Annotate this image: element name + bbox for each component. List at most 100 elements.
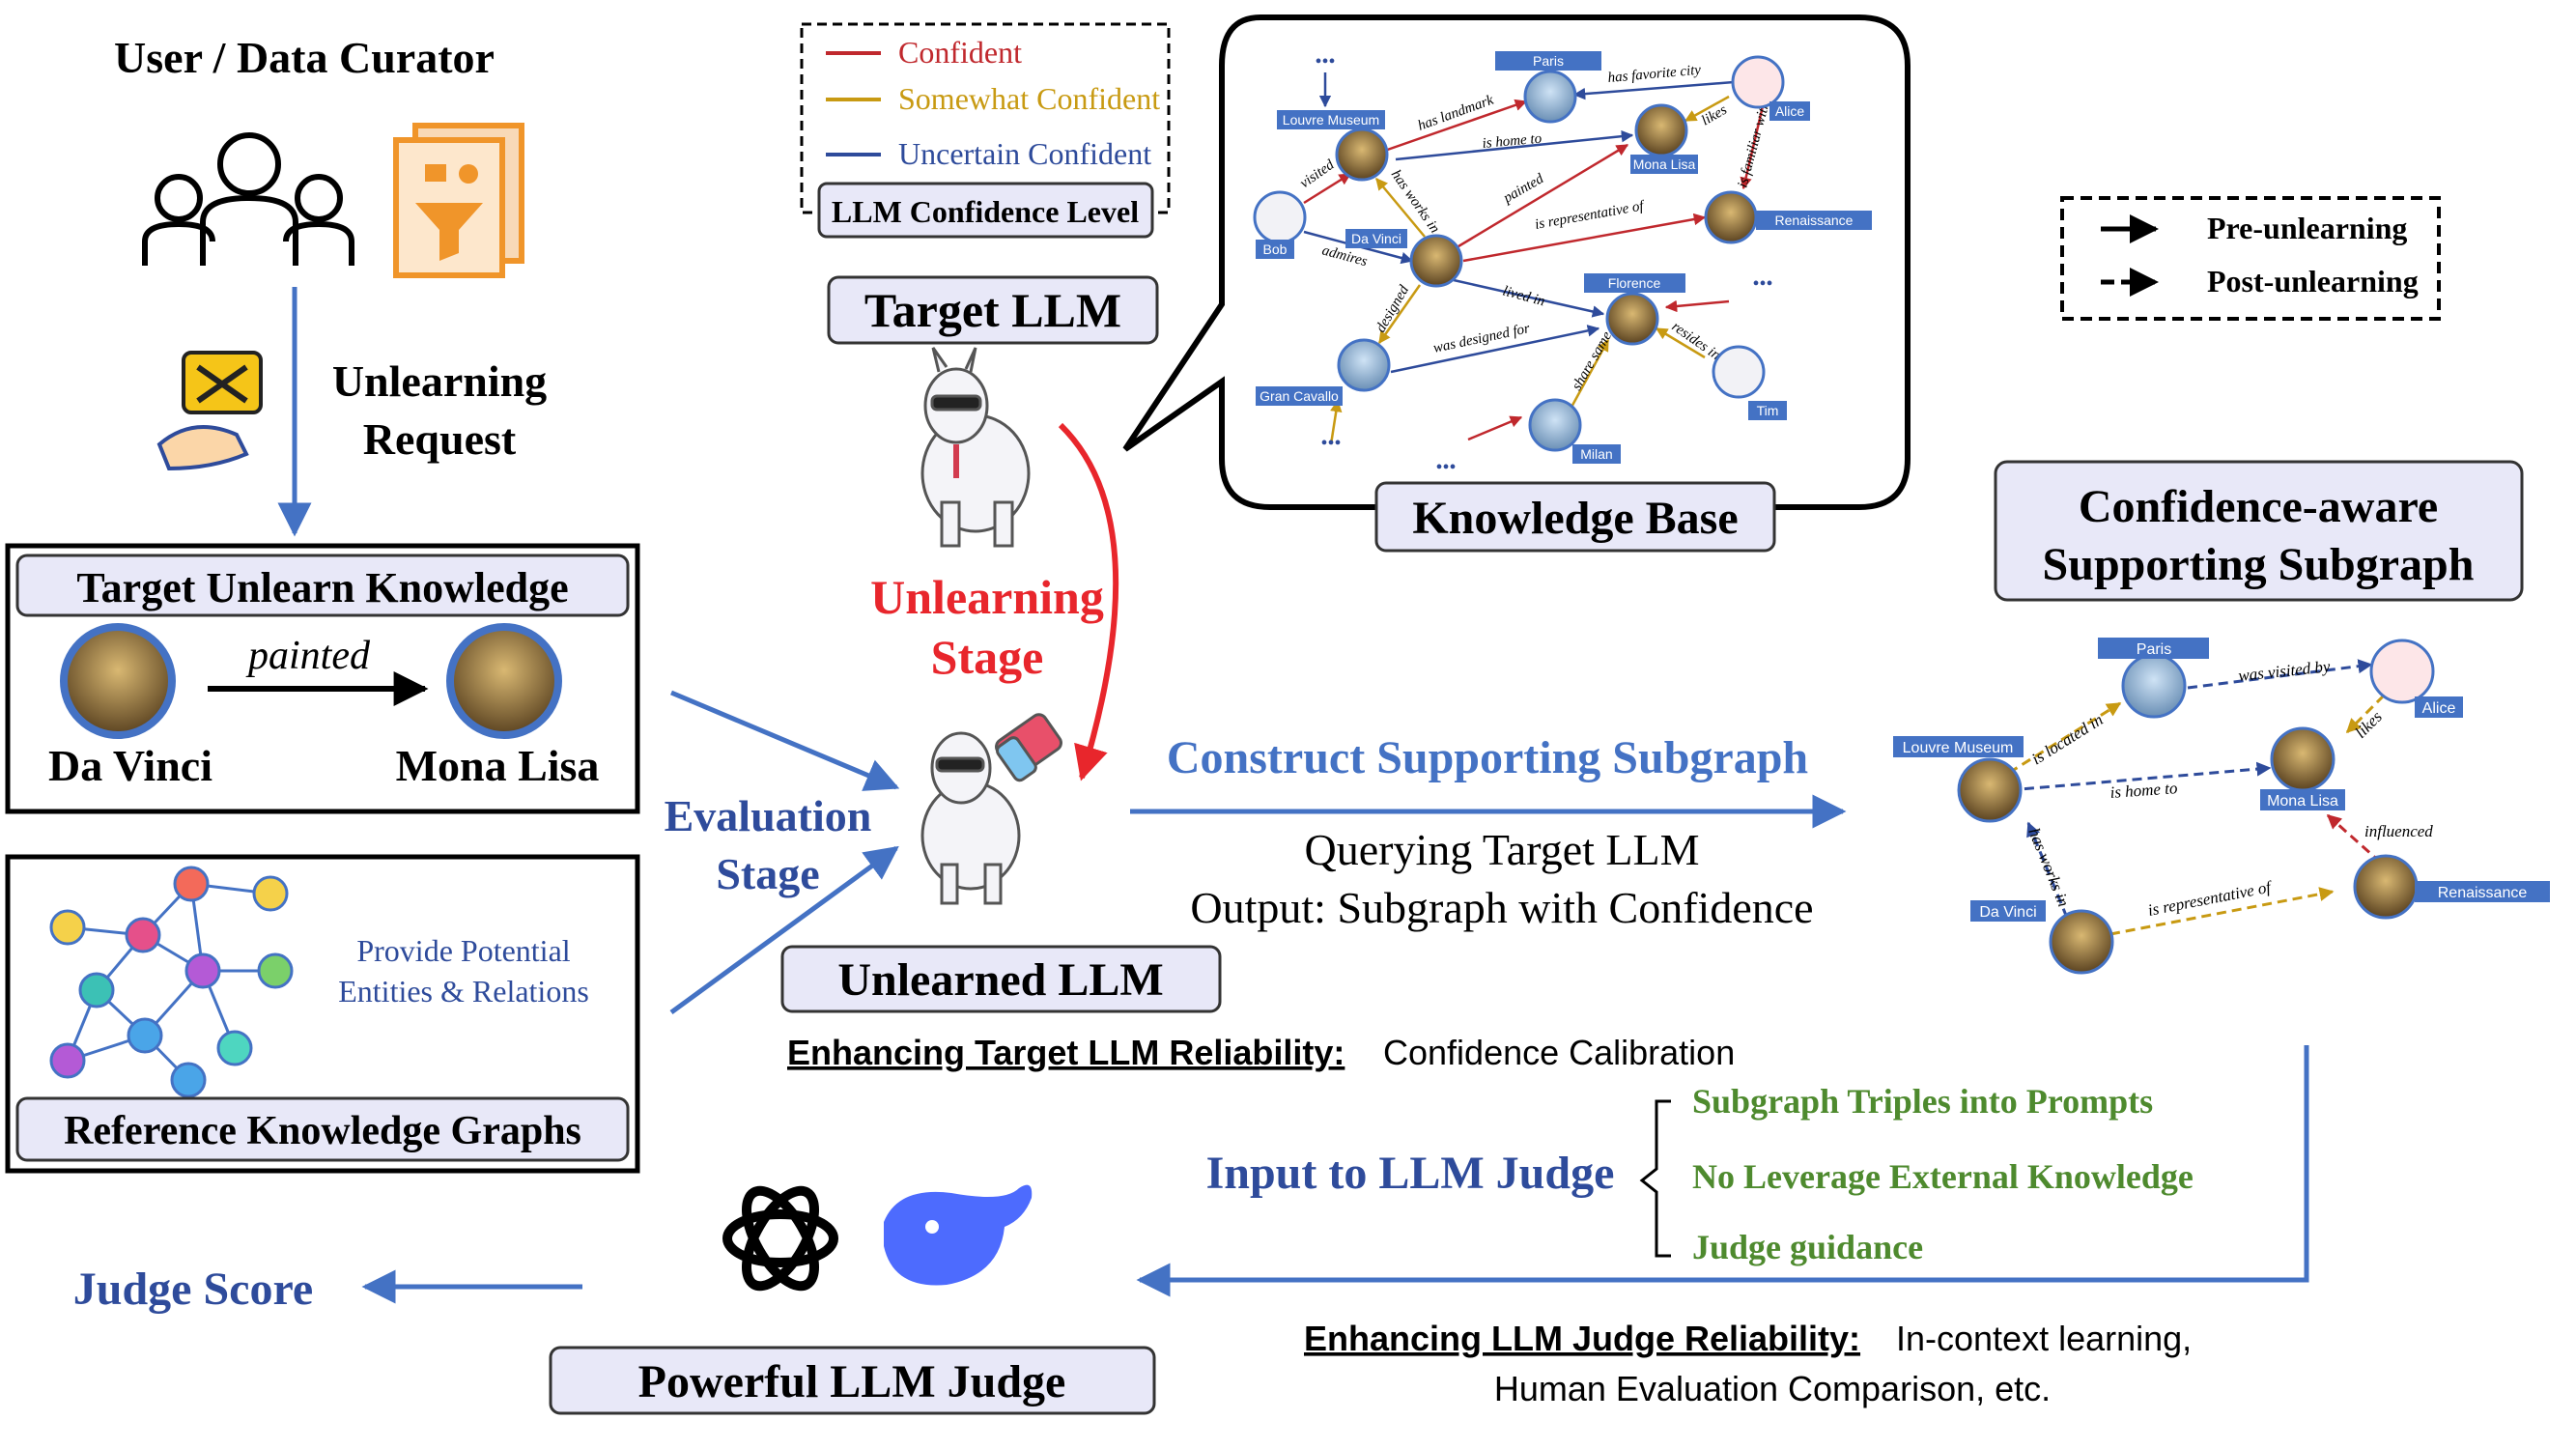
sg-edge [2008, 761, 2272, 792]
sg-edge [2008, 701, 2122, 775]
construct-title: Construct Supporting Subgraph [1167, 732, 1808, 783]
kb-node-tag [1495, 51, 1601, 71]
openai-logo-icon [722, 1185, 838, 1292]
target-reliability-label: Enhancing Target LLM Reliability: [787, 1033, 1345, 1072]
kb-node-tag [1256, 386, 1343, 406]
sg-edge-label: has works in [2024, 825, 2073, 909]
kb-edge-label: is home to [1482, 131, 1543, 152]
target-knowledge-header [15, 554, 630, 617]
sg-edge [2326, 813, 2382, 865]
target-knowledge-panel [5, 543, 640, 814]
unlearning-curve-arrow [1058, 422, 1119, 781]
sg-node-image [2270, 726, 2335, 792]
sg-node-image [2121, 653, 2187, 719]
kb-edge [1572, 80, 1735, 100]
llama-icon [920, 347, 1031, 548]
kb-node-image [1523, 70, 1577, 124]
kb-edge [1395, 129, 1634, 161]
kb-edge [1303, 172, 1352, 205]
sg-node-label: Renaissance [2438, 885, 2528, 901]
kb-node-tag [1756, 211, 1872, 230]
sg-node-image [2369, 639, 2435, 704]
kb-node-tag [1256, 240, 1294, 259]
judge-input-title: Input to LLM Judge [1206, 1148, 1615, 1199]
confidence-legend-header [817, 182, 1154, 239]
kb-node-image [1731, 55, 1785, 109]
unlearning-legend [2060, 196, 2441, 321]
target-llm-box [827, 275, 1159, 345]
data-filter-icon [393, 123, 524, 278]
kb-edge [1377, 284, 1422, 345]
kb-node-image [1528, 398, 1582, 452]
monalisa-label: Mona Lisa [396, 741, 600, 790]
kb-node-tag [1630, 155, 1698, 174]
subgraph-title-line2: Supporting Subgraph [2043, 539, 2475, 590]
kb-node-image [1605, 292, 1659, 346]
subgraph-title-line1: Confidence-aware [2079, 481, 2438, 532]
davinci-label: Da Vinci [48, 741, 212, 790]
sg-node-tag [2415, 881, 2550, 902]
davinci-portrait [60, 623, 176, 739]
judge-input-item-3: Judge guidance [1692, 1228, 1923, 1266]
sg-edge-label: is representative of [2146, 877, 2275, 920]
kb-node-image [1253, 190, 1307, 244]
kb-edge [1329, 399, 1343, 445]
unlearning-stage-line1: Unlearning [870, 570, 1104, 624]
legend-uncertain-label: Uncertain Confident [898, 136, 1151, 171]
kb-edge [1467, 415, 1523, 441]
curator-title: User / Data Curator [114, 33, 495, 82]
monalisa-portrait [446, 623, 562, 739]
kb-node-tag [1748, 401, 1787, 420]
kb-edge [1375, 178, 1426, 238]
judge-input-brace [1639, 1099, 1671, 1258]
sg-node-label: Louvre Museum [1903, 740, 2014, 756]
kb-node-image [1337, 338, 1391, 392]
reference-to-unlearned-arrow [669, 845, 899, 1015]
kb-node-label: Alice [1775, 103, 1805, 119]
judge-reliability-text2: Human Evaluation Comparison, etc. [1494, 1369, 2051, 1408]
legend-confident-label: Confident [898, 35, 1022, 70]
sg-edge [2109, 887, 2335, 936]
judge-score-label: Judge Score [73, 1264, 313, 1315]
sg-node-tag [1970, 900, 2046, 922]
unlearning-request-line2: Request [363, 414, 517, 464]
kb-node-image [1704, 190, 1758, 244]
kb-node-label: Gran Cavallo [1260, 388, 1339, 404]
eraser-icon [995, 713, 1062, 782]
kb-edge [1740, 105, 1765, 190]
kb-node-tag [1277, 110, 1385, 129]
evaluation-stage-line2: Stage [716, 849, 819, 898]
judge-input-item-1: Subgraph Triples into Prompts [1692, 1082, 2153, 1121]
post-unlearning-label: Post-unlearning [2207, 264, 2419, 298]
reference-note-line1: Provide Potential [356, 933, 570, 968]
sg-node-tag [2098, 638, 2209, 659]
kb-node-label: Paris [1533, 53, 1564, 69]
subgraph-title-box [1994, 460, 2524, 602]
kb-edge [1390, 325, 1600, 374]
kb-edge [1458, 143, 1629, 248]
kb-edge [1373, 99, 1528, 156]
sg-node-tag [2415, 696, 2463, 718]
sg-node-label: Paris [2137, 641, 2171, 658]
kb-node-image [1409, 234, 1463, 288]
knowledge-base-title: Knowledge Base [1412, 493, 1738, 544]
judge-reliability-text1: In-context learning, [1896, 1319, 2192, 1358]
judge-input-item-2: No Leverage External Knowledge [1692, 1157, 2194, 1196]
kb-node-label: Milan [1580, 446, 1612, 462]
kb-node-image [1335, 128, 1389, 182]
target-reliability-text: Confidence Calibration [1383, 1033, 1735, 1072]
reference-note-line2: Entities & Relations [338, 974, 589, 1009]
kb-node-label: Renaissance [1775, 213, 1854, 228]
kb-node-tag [1584, 273, 1685, 293]
kb-node-image [1634, 103, 1688, 157]
kb-edge [1453, 278, 1605, 318]
judge-reliability-label: Enhancing LLM Judge Reliability: [1304, 1319, 1860, 1358]
sg-edge [2026, 821, 2069, 919]
evaluation-stage-line1: Evaluation [665, 791, 872, 840]
legend-somewhat-label: Somewhat Confident [898, 81, 1160, 116]
sg-edge [2345, 694, 2386, 734]
reference-kg-panel [5, 854, 640, 1174]
users-group-icon [142, 132, 354, 266]
pre-unlearning-label: Pre-unlearning [2207, 211, 2407, 245]
